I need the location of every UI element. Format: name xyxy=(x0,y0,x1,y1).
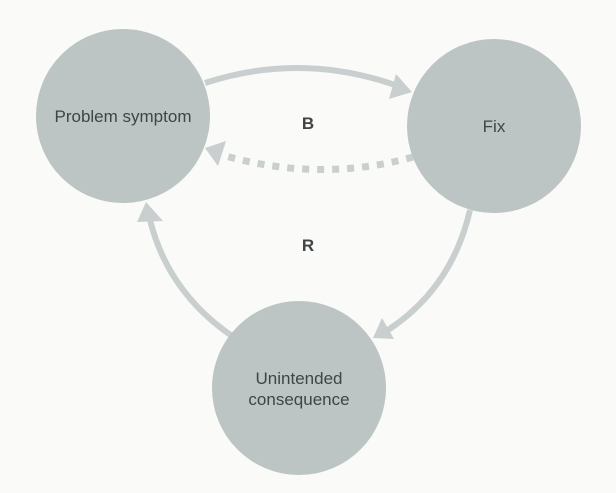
fix-label: Fix xyxy=(483,117,506,136)
arrow-problem-to-fix xyxy=(204,65,412,99)
unintended-consequence-label-line2: consequence xyxy=(248,390,349,409)
node-fix: Fix xyxy=(407,39,581,213)
problem-symptom-label: Problem symptom xyxy=(55,107,192,126)
arrow-consequence-to-problem xyxy=(137,202,234,339)
loop-label-balancing: B xyxy=(302,114,314,133)
arrow-fix-to-consequence xyxy=(373,209,473,339)
loop-label-reinforcing: R xyxy=(302,236,314,255)
unintended-consequence-label-line1: Unintended xyxy=(256,369,343,388)
arrow-fix-to-problem-dotted xyxy=(205,141,414,173)
node-unintended-consequence: Unintended consequence xyxy=(212,301,386,475)
unintended-consequence-circle xyxy=(212,301,386,475)
problem-symptom-circle xyxy=(36,29,210,203)
fix-circle xyxy=(407,39,581,213)
node-problem-symptom: Problem symptom xyxy=(36,29,210,203)
